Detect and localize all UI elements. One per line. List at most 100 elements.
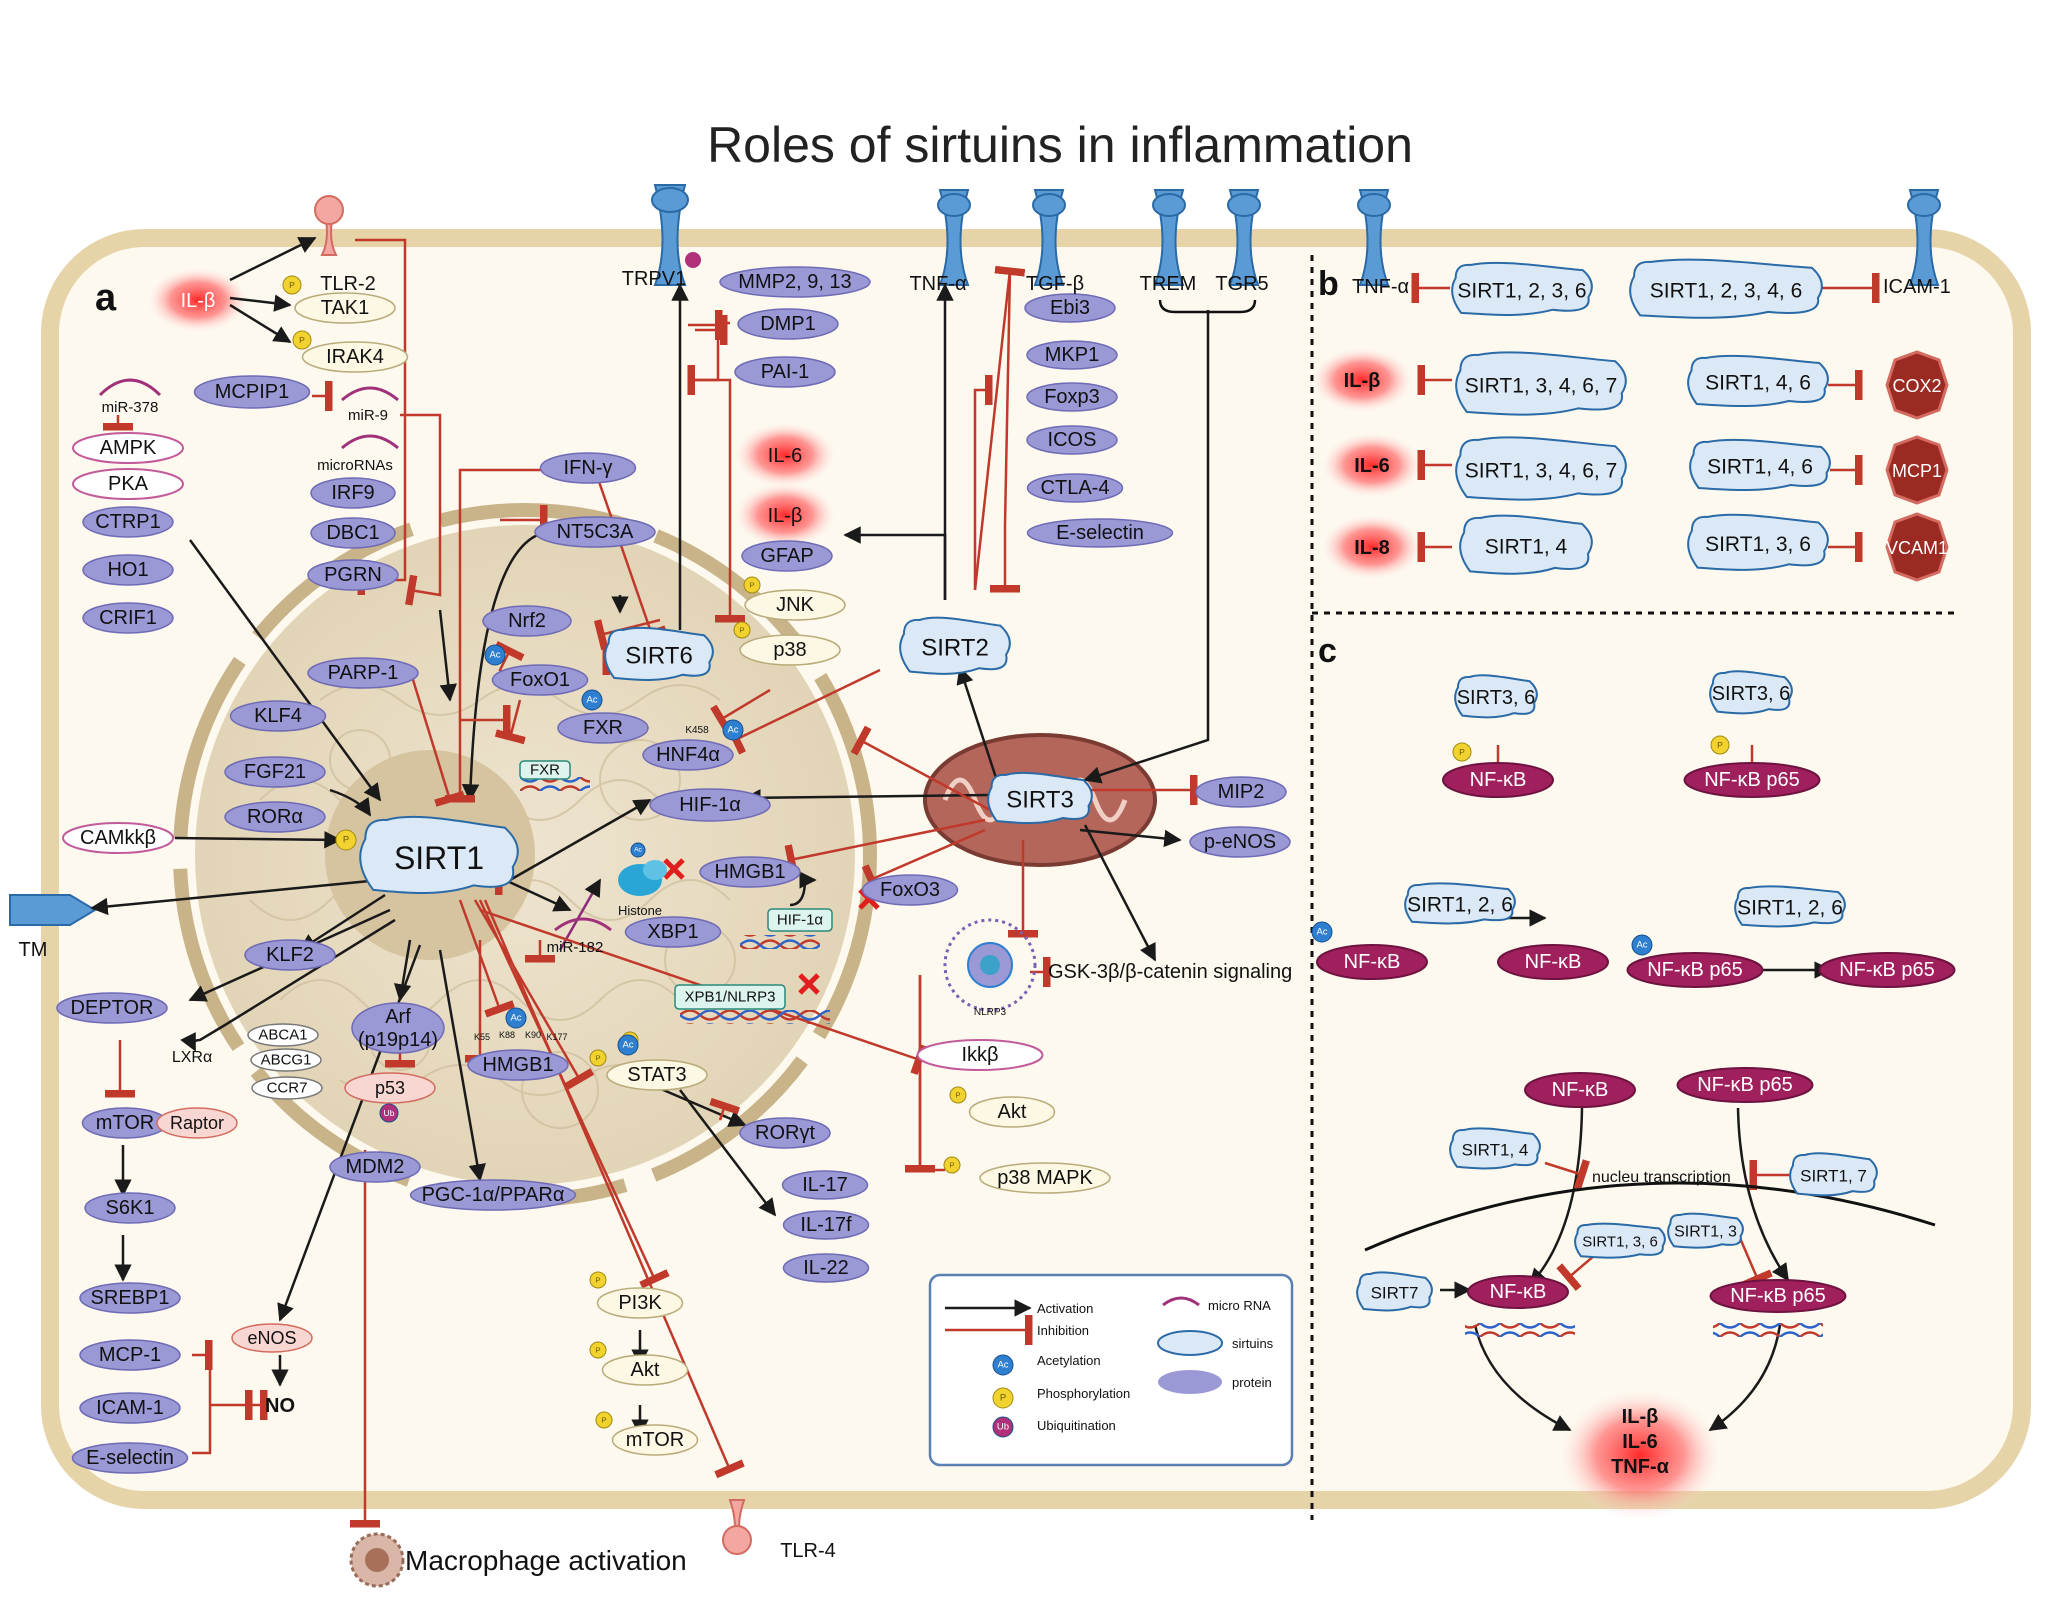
sirt2-label: SIRT2: [921, 635, 989, 662]
hmgb1-k177: K177: [546, 1032, 567, 1042]
node-abca1: ABCA1: [247, 1023, 319, 1047]
node-hif1a_gene: HIF-1α: [767, 908, 833, 932]
node-hmgb1b: HMGB1: [467, 1049, 569, 1081]
node-xpb1nlrp3: XPB1/NLRP3: [674, 984, 786, 1010]
tlr-icons: [314, 195, 752, 1555]
b1-label: SIRT1, 2, 3, 6: [1457, 280, 1586, 303]
badge-label: Ac: [1636, 940, 1647, 951]
p65_low-label: NF-κB p65: [1730, 1285, 1826, 1307]
sirtuin-c6: SIRT1, 7: [1789, 1152, 1878, 1197]
pka-label: PKA: [108, 473, 149, 495]
hnf4a-label: HNF4α: [656, 744, 720, 766]
nfkb_ac-label: NF-κB: [1344, 951, 1401, 973]
acetylation-badge-icon: Ac: [1631, 934, 1653, 956]
node-nrf2: Nrf2: [482, 605, 572, 637]
node-icam1: ICAM-1: [79, 1392, 181, 1424]
phosphorylation-badge-icon: P: [335, 829, 357, 851]
pi3k-label: PI3K: [618, 1292, 662, 1314]
stat3-label: STAT3: [627, 1064, 686, 1086]
phosphorylation-badge-icon: P: [992, 1387, 1014, 1409]
c5-label: SIRT1, 4: [1462, 1141, 1529, 1160]
acetylation-badge-icon: Ac: [992, 1354, 1014, 1376]
b-il8: IL-8: [1354, 537, 1390, 559]
node-irak4: IRAK4: [301, 341, 409, 373]
panel-letter-c: c: [1318, 632, 1337, 670]
c-out-il6: IL-6: [1622, 1431, 1658, 1453]
node-pi3k: PI3K: [596, 1287, 684, 1319]
node-ampk: AMPK: [72, 432, 184, 464]
nfkb_top-label: NF-κB: [1552, 1079, 1609, 1101]
badge-label: P: [1717, 740, 1723, 750]
sirtuin-c8: SIRT1, 3: [1667, 1212, 1744, 1249]
node-nfkb1: NF-κB: [1442, 762, 1554, 798]
phosphorylation-badge-icon: P: [1452, 742, 1472, 762]
phosphorylation-badge-icon: P: [589, 1341, 607, 1359]
badge-label: P: [1000, 1393, 1006, 1404]
nfkb2-label: NF-κB: [1525, 951, 1582, 973]
node-xbp1: XBP1: [624, 916, 722, 948]
badge-label: Ub: [384, 1108, 395, 1118]
legend-protein: protein: [1232, 1375, 1272, 1390]
nfkb_low-label: NF-κB: [1490, 1281, 1547, 1303]
foxo3-label: FoxO3: [880, 879, 940, 901]
b5-label: SIRT1, 3, 4, 6, 7: [1465, 460, 1618, 483]
sirt6-label: SIRT6: [625, 643, 693, 670]
node-dbc1: DBC1: [310, 517, 396, 549]
node-p65b: NF-κB p65: [1818, 952, 1956, 988]
node-mkp1: MKP1: [1026, 340, 1118, 370]
panel-c-membrane-arc: [1364, 1181, 1936, 1252]
badge-label: Ac: [586, 695, 597, 706]
p65b-label: NF-κB p65: [1839, 959, 1935, 981]
b-icam1: ICAM-1: [1883, 276, 1951, 298]
mip2-label: MIP2: [1218, 781, 1265, 803]
node-parp1: PARP-1: [307, 657, 419, 689]
eselectin-label: E-selectin: [1056, 522, 1144, 544]
node-mip2: MIP2: [1195, 776, 1287, 808]
badge-label: P: [595, 1276, 600, 1285]
node-foxp3: Foxp3: [1026, 382, 1118, 412]
panel-b-inhibitions: [1411, 273, 1880, 1292]
irak4-label: IRAK4: [326, 346, 384, 368]
nrf2-label: Nrf2: [508, 610, 546, 632]
legend-ubiquitination: Ubiquitination: [1037, 1418, 1116, 1433]
node-abcg1: ABCG1: [250, 1048, 322, 1072]
ikkb-label: Ikkβ: [961, 1044, 998, 1066]
p38mapk-label: p38 MAPK: [997, 1167, 1093, 1189]
node-mdm2: MDM2: [329, 1151, 421, 1183]
mcp1-label: MCP-1: [99, 1344, 161, 1366]
c-out-tnfa: TNF-α: [1611, 1456, 1670, 1478]
b-tnfa: TNF-α: [1352, 276, 1409, 298]
phosphorylation-badge-icon: P: [292, 330, 312, 350]
node-arf: Arf(p19p14): [351, 1002, 445, 1054]
acetylation-badge-icon: Ac: [1311, 921, 1333, 943]
receptor-icons: [9, 184, 1941, 926]
phosphorylation-badge-icon: P: [1710, 735, 1730, 755]
node-mcp1: MCP-1: [79, 1339, 181, 1371]
badge-label: P: [955, 1091, 960, 1100]
sirt1-label: SIRT1: [394, 840, 484, 876]
acetylation-badge-icon: Ac: [505, 1007, 527, 1029]
inhibition-lines-extra: [192, 975, 945, 1455]
nlrp3-label: NLRP3: [974, 1007, 1007, 1018]
hif1a_gene-label: HIF-1α: [777, 912, 824, 929]
node-hnf4a: HNF4α: [642, 739, 734, 771]
node-ikkb: Ikkβ: [916, 1039, 1044, 1071]
rorgt-label: RORγt: [755, 1122, 815, 1144]
srebp1-label: SREBP1: [91, 1287, 170, 1309]
peNOS-label: p-eNOS: [1204, 831, 1276, 853]
panel-letter-b: b: [1318, 265, 1339, 303]
sirtuin-b4: SIRT1, 4, 6: [1687, 354, 1829, 408]
activation-arrows: [90, 236, 1832, 1437]
deptor-label: DEPTOR: [71, 997, 154, 1019]
sirt3-label: SIRT3: [1006, 787, 1074, 814]
raptor-label: Raptor: [170, 1113, 224, 1133]
klf2-label: KLF2: [266, 944, 314, 966]
hmgb1-k88: K88: [499, 1030, 515, 1040]
node-raptor: Raptor: [156, 1107, 238, 1139]
node-foxo3: FoxO3: [861, 874, 959, 906]
sirtuin-c2: SIRT3, 6: [1709, 670, 1793, 715]
node-camkkb: CAMkkβ: [62, 822, 174, 854]
